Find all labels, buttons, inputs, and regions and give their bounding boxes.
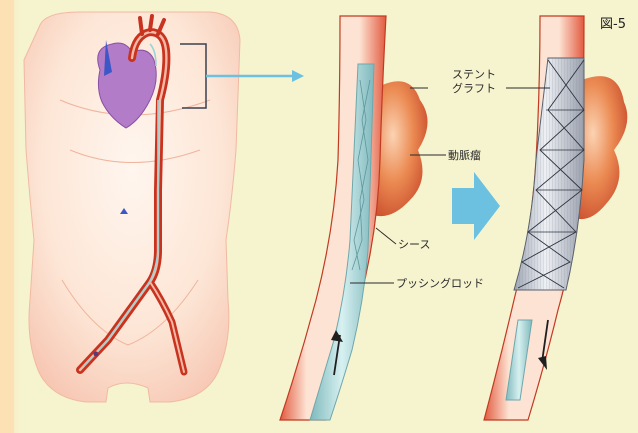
stent-graft-label-line1: ステント bbox=[452, 68, 496, 81]
body-figure bbox=[24, 12, 240, 402]
figure-number-label: 図-5 bbox=[600, 13, 626, 32]
stent-graft-label-line2: グラフト bbox=[452, 82, 496, 95]
aneurysm-label: 動脈瘤 bbox=[448, 149, 481, 162]
pushing-rod-label: プッシングロッド bbox=[396, 277, 484, 290]
sheath-label: シース bbox=[398, 238, 430, 251]
